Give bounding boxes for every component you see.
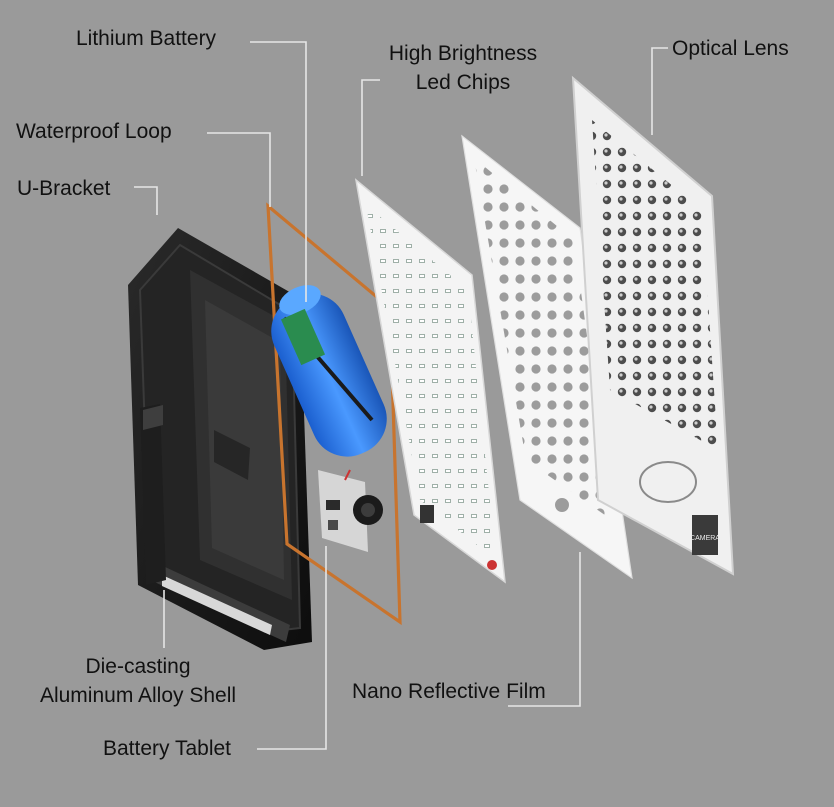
svg-text:CAMERA: CAMERA	[690, 535, 720, 542]
label-nano-reflective-film: Nano Reflective Film	[352, 680, 546, 703]
leader-lithium-battery	[250, 41, 307, 302]
led-chip-board	[354, 178, 506, 584]
label-shell: Die-casting Aluminum Alloy Shell	[12, 652, 264, 710]
label-led-chips: High Brightness Led Chips	[363, 39, 563, 97]
waterproof-loop	[266, 202, 402, 626]
u-bracket	[140, 404, 166, 585]
label-battery-tablet: Battery Tablet	[103, 737, 232, 760]
label-led-chips-line2: Led Chips	[415, 71, 511, 94]
label-shell-line2: Aluminum Alloy Shell	[39, 684, 237, 707]
label-shell-line1: Die-casting	[85, 655, 191, 678]
optical-lens: CAMERA	[571, 75, 735, 576]
leader-waterproof-loop	[207, 132, 271, 207]
label-waterproof-loop: Waterproof Loop	[16, 120, 172, 143]
nano-reflective-film	[461, 134, 633, 580]
leader-u-bracket	[134, 186, 158, 215]
leader-battery-tablet	[257, 546, 327, 750]
label-led-chips-line1: High Brightness	[388, 42, 538, 65]
leader-optical-lens	[651, 47, 668, 135]
battery-tablet	[318, 469, 383, 552]
leader-film	[508, 552, 581, 707]
label-u-bracket: U-Bracket	[17, 177, 111, 200]
leader-led-chips	[361, 79, 380, 176]
leader-lines	[134, 41, 668, 750]
label-lithium-battery: Lithium Battery	[76, 27, 217, 50]
lithium-battery	[271, 285, 387, 457]
aluminum-alloy-shell	[128, 228, 312, 650]
label-optical-lens: Optical Lens	[672, 37, 789, 60]
